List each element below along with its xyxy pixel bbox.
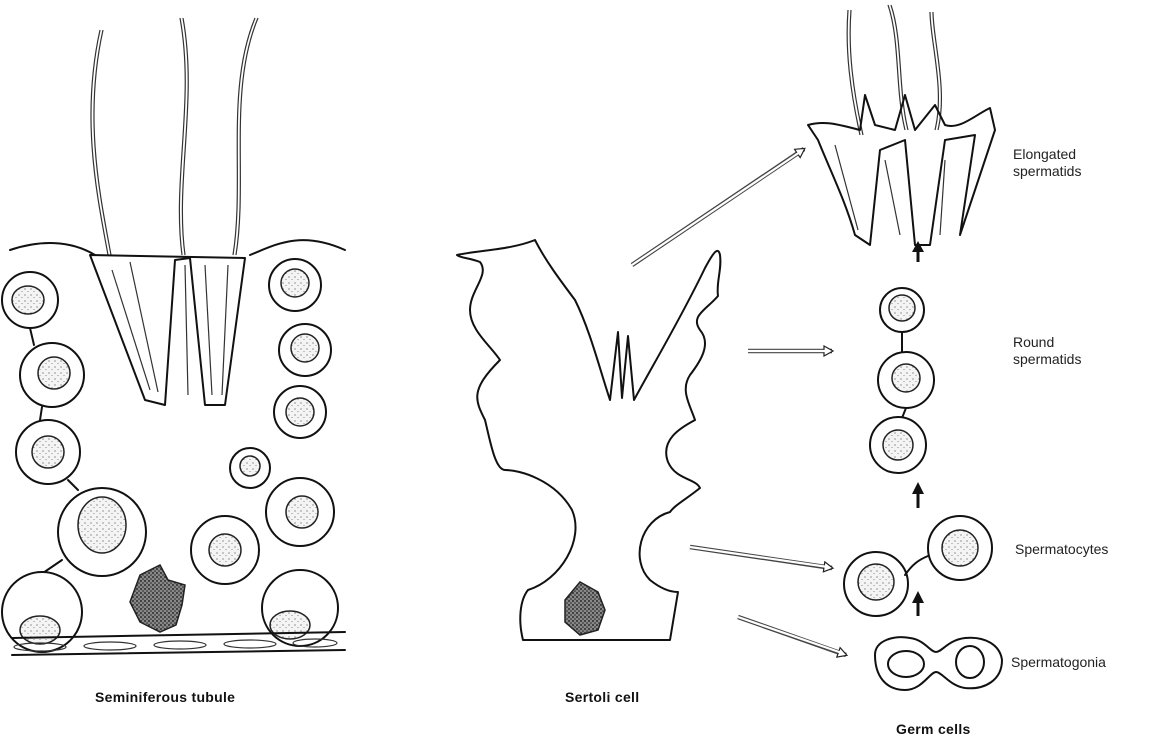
label-spermatogonia: Spermatogonia: [1011, 654, 1106, 671]
label-line: Elongated: [1013, 146, 1081, 163]
correspondence-arrows: [632, 149, 846, 655]
sertoli-cell-drawing: [457, 240, 720, 640]
label-line: spermatids: [1013, 351, 1081, 368]
seminiferous-tubule-drawing: [2, 18, 345, 655]
germ-cells-drawing: [808, 5, 1002, 690]
label-spermatocytes: Spermatocytes: [1015, 541, 1108, 558]
caption-sertoli-cell: Sertoli cell: [565, 689, 639, 705]
label-line: Round: [1013, 334, 1081, 351]
label-round-spermatids: Round spermatids: [1013, 334, 1081, 368]
caption-germ-cells: Germ cells: [896, 721, 971, 737]
label-elongated-spermatids: Elongated spermatids: [1013, 146, 1081, 180]
label-line: spermatids: [1013, 163, 1081, 180]
caption-seminiferous-tubule: Seminiferous tubule: [95, 689, 235, 705]
